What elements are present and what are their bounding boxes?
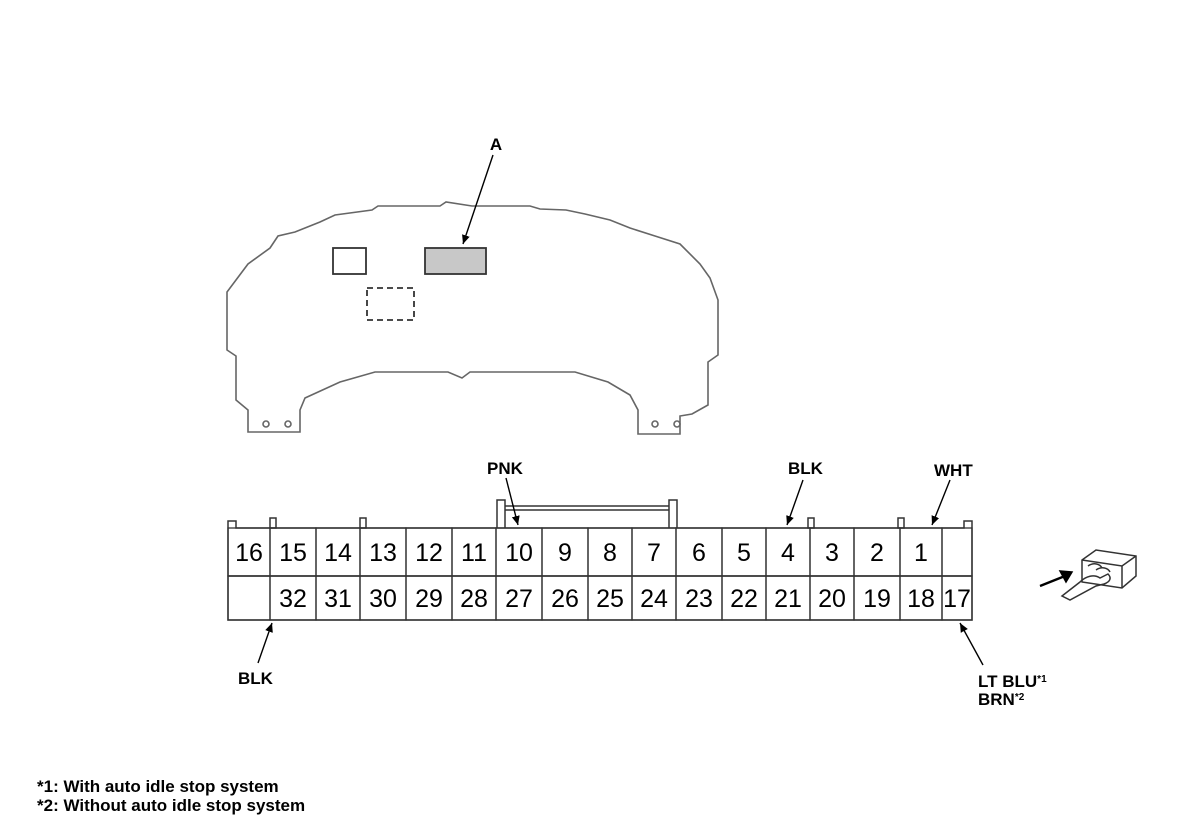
- key-tab: [359, 517, 367, 529]
- pin-number: 23: [685, 585, 713, 613]
- icon-insert-arrowhead: [1058, 570, 1074, 584]
- key-tab: [269, 517, 277, 529]
- lt-blu-label: LT BLU: [978, 672, 1038, 691]
- pin-number: 16: [235, 539, 263, 567]
- brn-label: BRN: [978, 690, 1015, 709]
- pin-number: 25: [596, 585, 624, 613]
- pin-number: 29: [415, 585, 443, 613]
- icon-hand: [1060, 573, 1111, 601]
- pin-number: 20: [818, 585, 846, 613]
- pin-number: 4: [781, 539, 795, 567]
- pin-number: 17: [943, 585, 971, 613]
- pin-number: 15: [279, 539, 307, 567]
- pin-number: 22: [730, 585, 758, 613]
- pin-number: 32: [279, 585, 307, 613]
- icon-finger: [1087, 563, 1111, 573]
- pin-number: 21: [774, 585, 802, 613]
- terminal-side-view-icon: [1039, 549, 1137, 601]
- pin-number: 27: [505, 585, 533, 613]
- pin-number: 26: [551, 585, 579, 613]
- pin-number: 30: [369, 585, 397, 613]
- pin-number: 28: [460, 585, 488, 613]
- pin-number: 5: [737, 539, 751, 567]
- mounting-hole: [651, 420, 659, 428]
- pin17-wire-line1: LT BLU*1: [978, 673, 1047, 691]
- gauge-cluster: [226, 201, 719, 435]
- blank-cell: [227, 575, 271, 621]
- pin-number: 12: [415, 539, 443, 567]
- wht-arrow: [931, 479, 951, 526]
- pin-number: 6: [692, 539, 706, 567]
- pin-number: 8: [603, 539, 617, 567]
- lock-bridge: [668, 499, 678, 528]
- dashed-window: [366, 287, 415, 321]
- pin-number: 10: [505, 539, 533, 567]
- pin-number: 24: [640, 585, 668, 613]
- pin-cell: [941, 575, 973, 621]
- pin-number: 2: [870, 539, 884, 567]
- mounting-hole: [284, 420, 292, 428]
- pnk-arrow: [505, 477, 520, 526]
- pin17-wire-line2: BRN*2: [978, 691, 1047, 709]
- footnote-1: *1: With auto idle stop system: [37, 777, 279, 796]
- callout-a-label: A: [490, 135, 502, 154]
- footnote-mark-1: *1: [1037, 674, 1047, 685]
- pin-number: 7: [647, 539, 661, 567]
- key-tab: [807, 517, 815, 529]
- blk-top-arrow: [786, 479, 804, 526]
- wht-label: WHT: [934, 461, 973, 480]
- icon-connector-body: [1081, 555, 1137, 588]
- key-tab: [897, 517, 905, 529]
- blank-cell: [941, 527, 973, 577]
- mounting-hole: [262, 420, 270, 428]
- warning-window: [332, 247, 367, 275]
- pin-number: 13: [369, 539, 397, 567]
- gauge-cluster-outline: [226, 201, 719, 435]
- pin-number: 3: [825, 539, 839, 567]
- connector-location-a: [424, 247, 487, 275]
- pin-number: 19: [863, 585, 891, 613]
- blk-bottom-arrow: [257, 622, 273, 664]
- pnk-label: PNK: [487, 459, 523, 478]
- pin-number: 14: [324, 539, 352, 567]
- lock-bridge: [496, 499, 506, 528]
- pin-number: 1: [914, 539, 928, 567]
- footnote-2: *2: Without auto idle stop system: [37, 796, 306, 815]
- blk-bottom-label: BLK: [238, 669, 273, 688]
- footnote-mark-2: *2: [1014, 692, 1025, 703]
- pin17-arrow: [959, 622, 984, 666]
- mounting-hole: [673, 420, 681, 428]
- top-pin-row: 16 15 14 13 12 11 10 9 8 7 6 5 4 3 2 1: [227, 527, 973, 577]
- pin-number: 31: [324, 585, 352, 613]
- pin-number: 11: [461, 539, 487, 567]
- icon-connector-body: [1081, 549, 1137, 589]
- pin-number: 18: [907, 585, 935, 613]
- pin-number: 9: [558, 539, 572, 567]
- blk-top-label: BLK: [788, 459, 823, 478]
- pin17-wire-label: LT BLU*1 BRN*2: [978, 673, 1047, 709]
- callout-a-arrow: [462, 154, 494, 245]
- bottom-pin-row: 32 31 30 29 28 27 26 25 24 23 22 21 20 19 18 17: [227, 575, 973, 621]
